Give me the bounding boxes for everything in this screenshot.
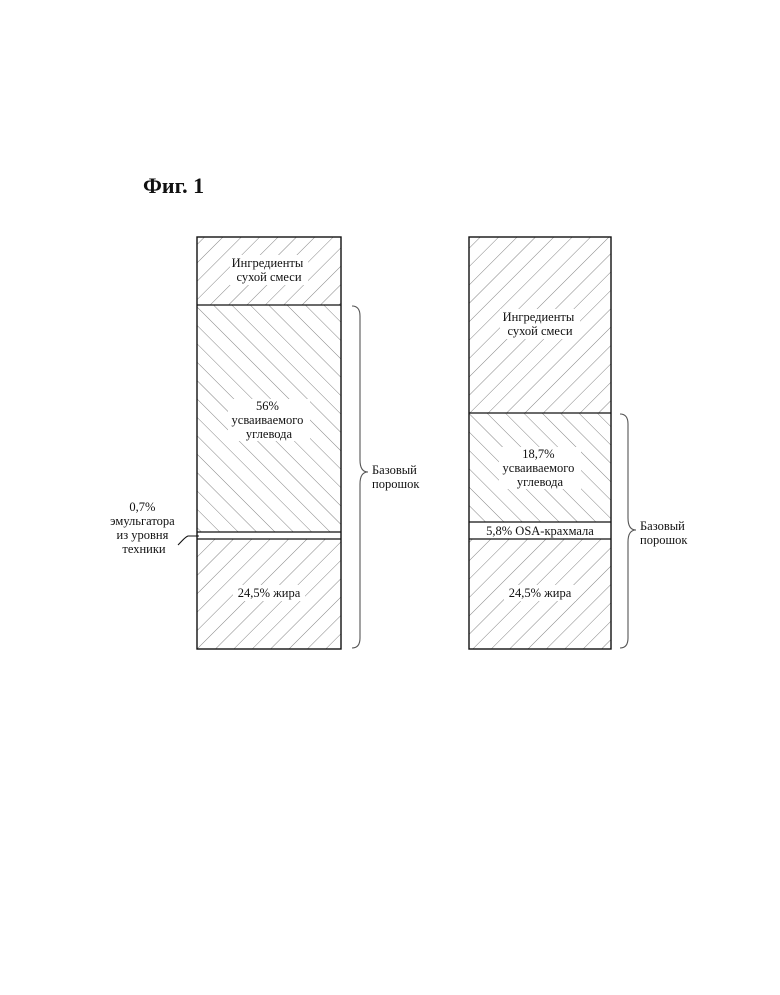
base-powder-brace xyxy=(352,306,368,648)
callout-leader-line xyxy=(178,536,199,545)
emulsifier-callout: 0,7% эмульгатора из уровня техники xyxy=(110,500,178,556)
base-powder-brace xyxy=(620,414,636,648)
column-prior-art: Ингредиенты сухой смеси 56% усваиваемого… xyxy=(110,237,420,649)
segment-emulsifier-fill xyxy=(197,532,341,539)
column-invention: Ингредиенты сухой смеси 18,7% усваиваемо… xyxy=(469,237,688,649)
segment-fat-label: 24,5% жира xyxy=(238,586,301,600)
segment-osa-starch-label: 5,8% OSA-крахмала xyxy=(486,524,594,538)
base-powder-label: Базовый порошок xyxy=(372,463,420,491)
base-powder-label: Базовый порошок xyxy=(640,519,688,547)
segment-dry-mix-label: Ингредиенты сухой смеси xyxy=(503,310,578,338)
segment-fat-label: 24,5% жира xyxy=(509,586,572,600)
segment-dry-mix-label: Ингредиенты сухой смеси xyxy=(232,256,307,284)
